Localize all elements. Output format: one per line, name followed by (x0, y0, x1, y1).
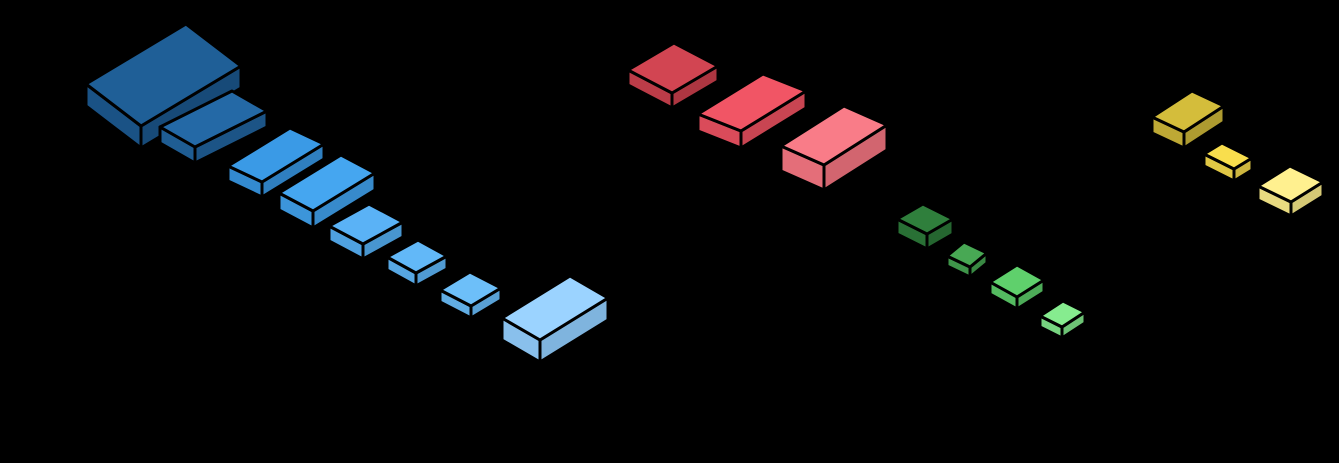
blue-block-1-top-face (84, 22, 243, 128)
blue-block-8-top-face (500, 274, 610, 342)
red-block-2 (696, 72, 808, 150)
red-block-2-top-face (696, 72, 808, 133)
green-block-1-top-face (895, 202, 955, 236)
red-block-group (626, 41, 889, 192)
yellow-block-group (1150, 89, 1325, 218)
green-block-4-top-face (1038, 299, 1087, 329)
green-block-3 (988, 263, 1046, 311)
red-block-3-top-face (779, 104, 889, 167)
blue-block-4 (277, 153, 377, 230)
blue-block-7 (438, 270, 503, 320)
blue-block-5 (327, 202, 405, 261)
green-block-4 (1038, 299, 1087, 340)
red-block-3 (779, 104, 889, 192)
blue-block-3 (226, 126, 326, 199)
blue-block-5-top-face (327, 202, 405, 246)
green-block-1 (895, 202, 955, 251)
green-block-2 (945, 240, 989, 279)
blue-block-7-top-face (438, 270, 503, 308)
blue-block-1 (84, 22, 243, 150)
yellow-block-3 (1256, 164, 1325, 218)
blue-block-group (84, 22, 610, 364)
blue-block-8 (500, 274, 610, 364)
yellow-block-3-top-face (1256, 164, 1325, 204)
red-block-1-top-face (626, 41, 720, 95)
blue-block-6 (385, 238, 449, 288)
blue-block-6-top-face (385, 238, 449, 275)
blue-block-4-top-face (277, 153, 377, 213)
yellow-block-2 (1202, 141, 1254, 183)
green-block-3-top-face (988, 263, 1046, 299)
green-block-2-top-face (945, 240, 989, 269)
green-block-group (895, 202, 1087, 340)
blue-block-2-top-face (158, 89, 269, 149)
blue-block-3-top-face (226, 126, 326, 184)
yellow-block-2-top-face (1202, 141, 1254, 171)
yellow-block-1 (1150, 89, 1226, 150)
yellow-block-1-top-face (1150, 89, 1226, 134)
red-block-1 (626, 41, 720, 110)
blue-block-2 (158, 89, 269, 165)
